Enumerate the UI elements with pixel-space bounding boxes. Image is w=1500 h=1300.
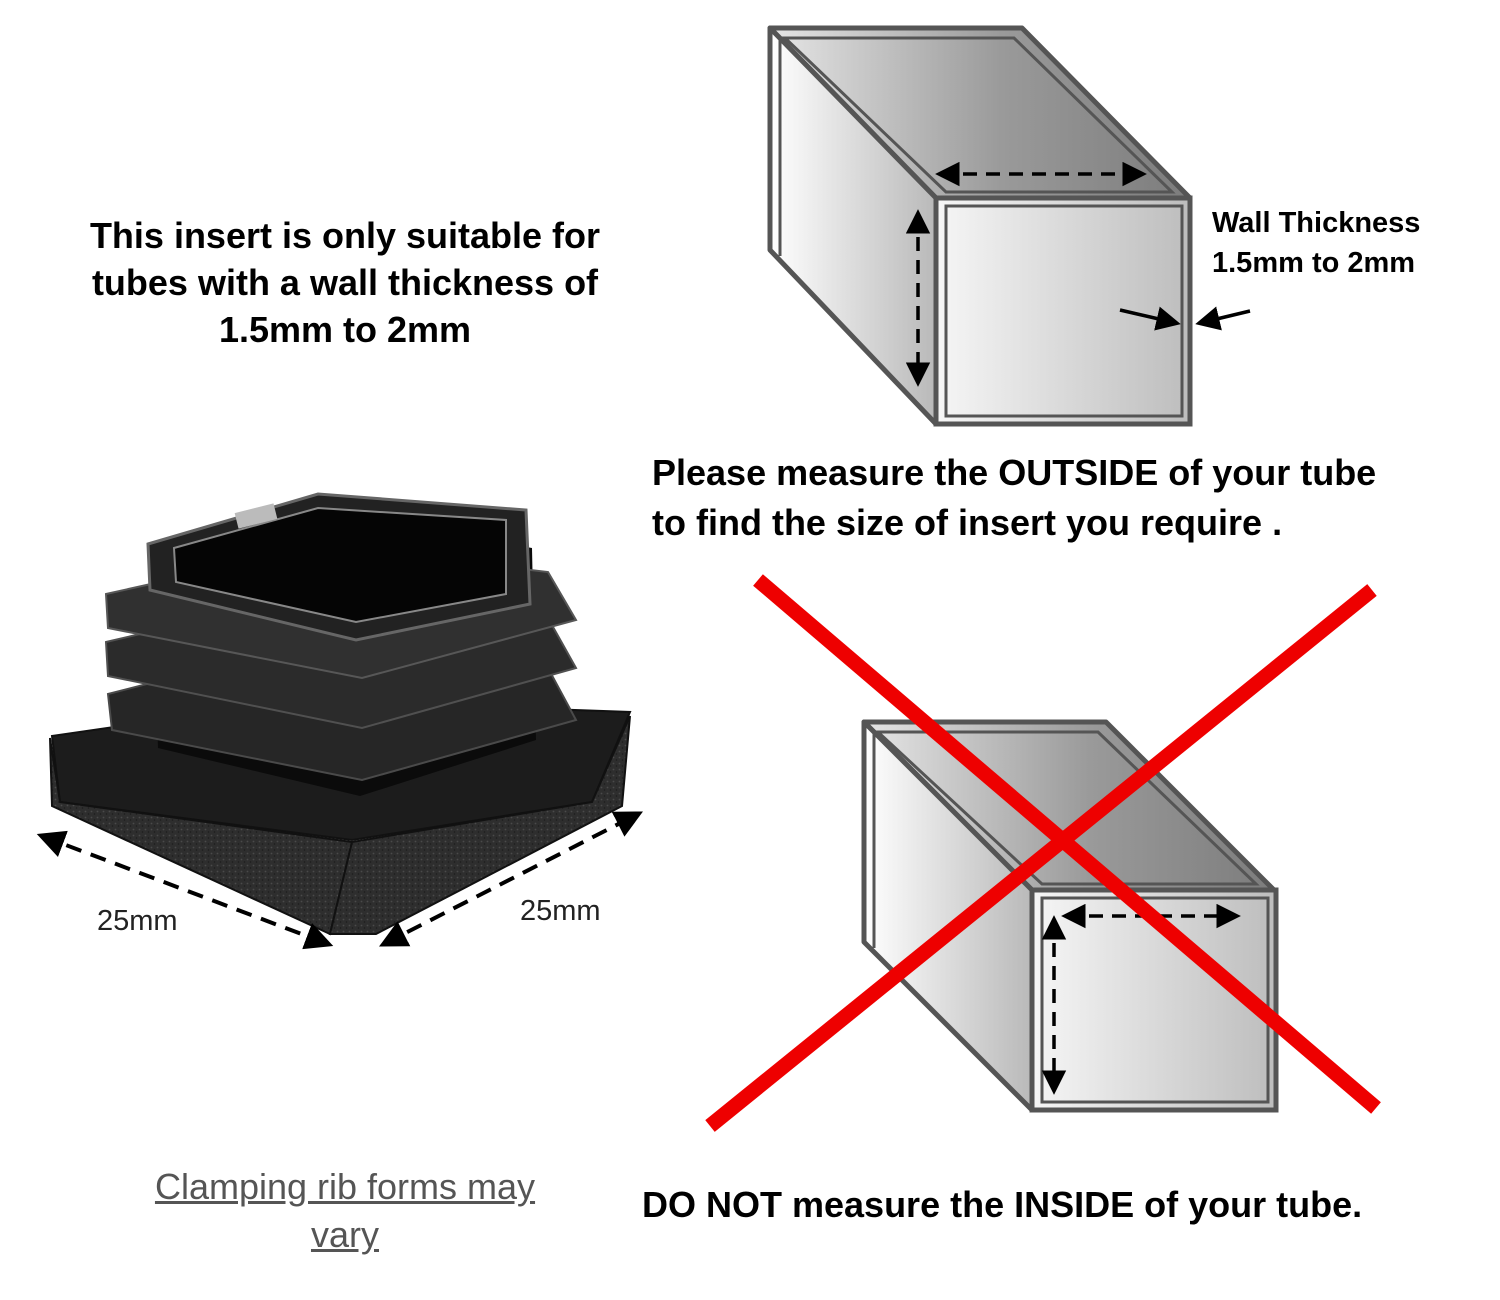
insert-top-opening xyxy=(172,506,507,624)
measure-outside-line-2: to find the size of insert you require . xyxy=(652,502,1283,543)
wall-thickness-arrow-left xyxy=(1119,306,1181,331)
suitability-heading-line-1: This insert is only suitable for xyxy=(89,215,601,256)
top-tube-top-face-inner xyxy=(781,36,1176,194)
top-tube-front-face xyxy=(933,195,1193,427)
suitability-heading-line-3: 1.5mm to 2mm xyxy=(218,309,472,350)
red-cross-icon xyxy=(705,574,1381,1132)
measure-outside-instruction: Please measure the OUTSIDE of your tube … xyxy=(652,448,1376,548)
suitability-heading-line-2: tubes with a wall thickness of xyxy=(91,262,599,303)
wall-thickness-label: Wall Thickness 1.5mm to 2mm xyxy=(1212,203,1420,283)
do-not-measure-inside-warning: DO NOT measure the INSIDE of your tube. xyxy=(642,1184,1363,1225)
wall-thickness-title: Wall Thickness xyxy=(1212,207,1421,239)
inside-measure-tube xyxy=(861,719,1279,1113)
front-dimension-label: 25mm xyxy=(97,905,178,937)
wall-thickness-range: 1.5mm to 2mm xyxy=(1212,247,1416,279)
outside-measure-tube xyxy=(767,25,1251,427)
insert-side-dimension-arrow xyxy=(379,811,643,947)
measure-outside-line-1: Please measure the OUTSIDE of your tube xyxy=(652,452,1377,493)
side-dimension-label: 25mm xyxy=(520,895,601,927)
wall-thickness-arrow-right xyxy=(1195,306,1251,331)
suitability-heading: This insert is only suitable for tubes w… xyxy=(40,212,650,353)
clamping-rib-note: Clamping rib forms may vary xyxy=(154,1166,536,1255)
square-tube-insert xyxy=(36,492,643,950)
